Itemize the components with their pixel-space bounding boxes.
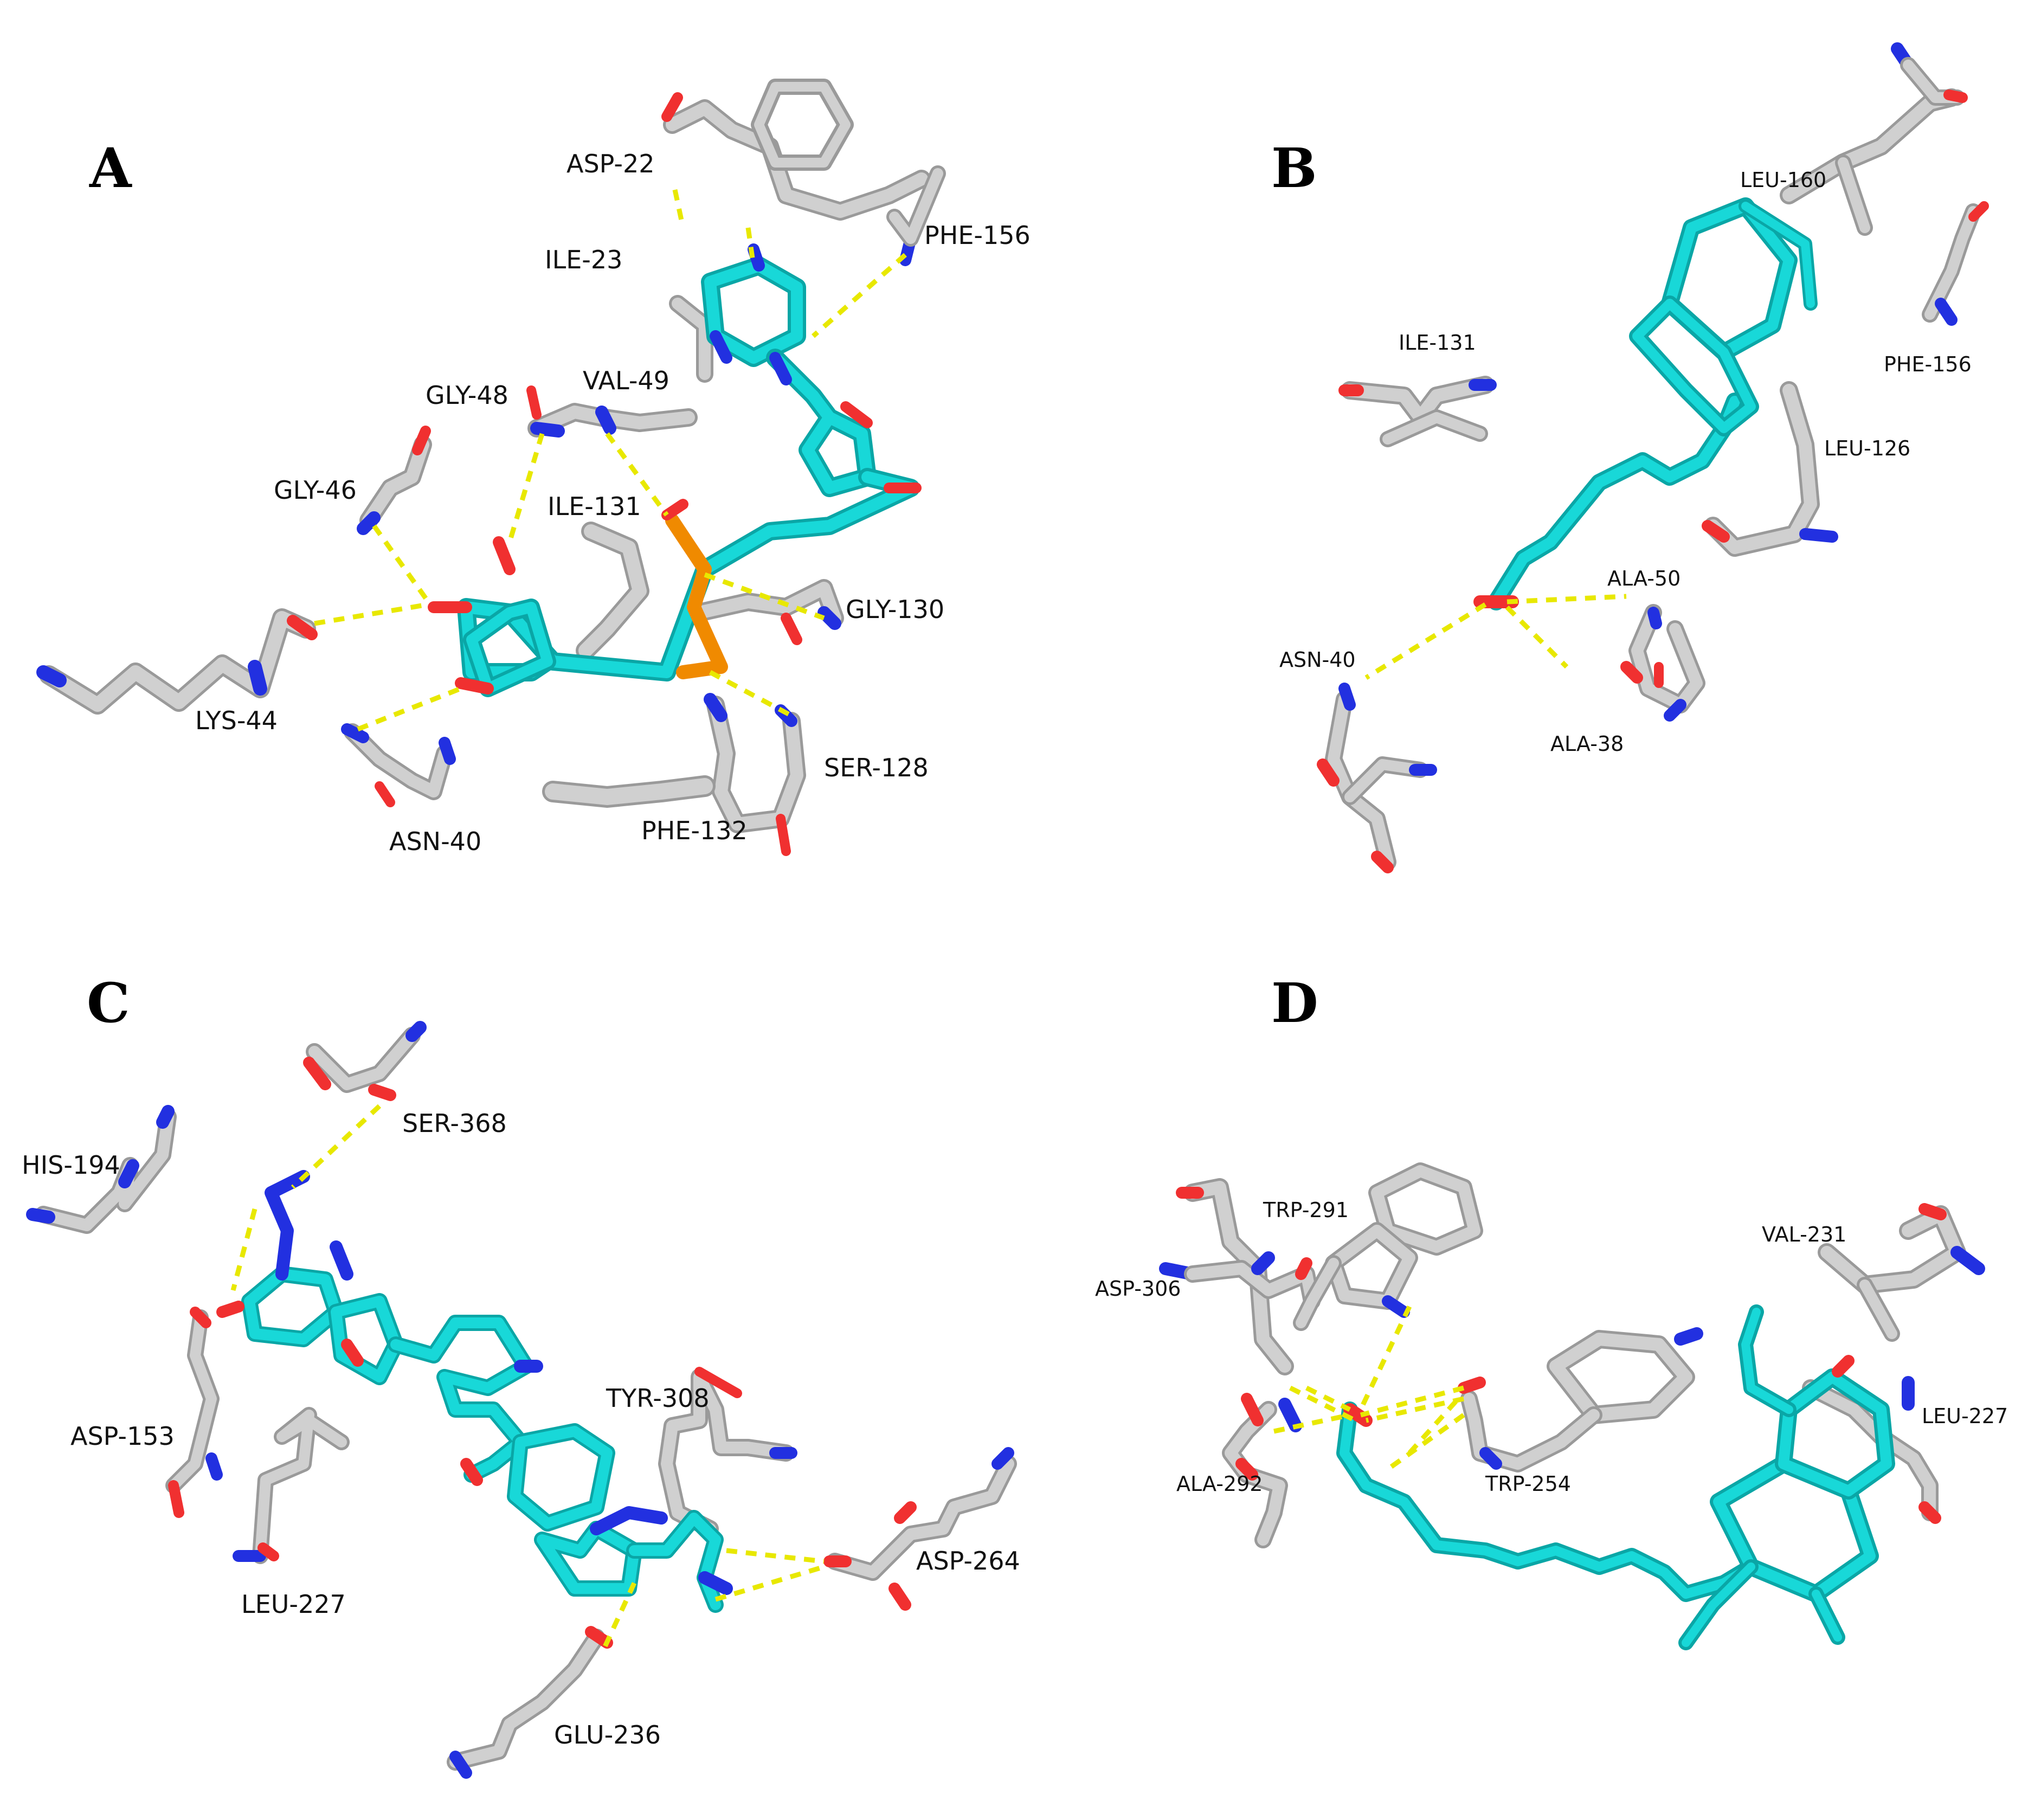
panel-c: C (22, 971, 1020, 1779)
panel-c-label-his-194: HIS-194 (22, 1150, 120, 1180)
panel-a-label-phe-156: PHE-156 (924, 221, 1031, 250)
panel-c-residue-sticks (26, 1021, 1017, 1779)
panel-c-ligand (216, 1170, 733, 1613)
panel-a-label-ser-128: SER-128 (824, 753, 929, 782)
panel-a-label-asp-22: ASP-22 (566, 149, 655, 178)
panel-b: B (1271, 42, 1989, 873)
panel-d: D (1095, 971, 2008, 1650)
panel-d-label-trp-291: TRP-291 (1263, 1198, 1349, 1222)
panel-d-label-trp-254: TRP-254 (1485, 1472, 1571, 1496)
panel-d-hbonds (1273, 1305, 1465, 1471)
panel-a-letter: A (89, 136, 132, 200)
panel-b-ligand (1473, 197, 1818, 610)
panel-c-label-tyr-308: TYR-308 (606, 1384, 710, 1413)
panel-a-label-gly-48: GLY-48 (426, 381, 508, 410)
panel-d-ligand (1336, 1304, 1895, 1650)
panel-b-label-ala-50: ALA-50 (1607, 567, 1681, 590)
panel-c-label-asp-264: ASP-264 (916, 1546, 1020, 1575)
panel-c-label-leu-227: LEU-227 (241, 1590, 346, 1619)
panel-b-label-asn-40: ASN-40 (1279, 648, 1356, 672)
panel-a-label-phe-132: PHE-132 (641, 816, 748, 845)
panel-d-residue-sticks (1159, 1162, 1985, 1548)
panel-a-label-val-49: VAL-49 (583, 366, 669, 395)
panel-b-label-leu-160: LEU-160 (1740, 168, 1826, 192)
panel-c-label-asp-153: ASP-153 (70, 1422, 175, 1451)
panel-b-label-ala-38: ALA-38 (1550, 732, 1624, 756)
panel-a-label-ile-23: ILE-23 (545, 245, 622, 274)
panel-a-label-lys-44: LYS-44 (195, 706, 278, 735)
panel-d-label-asp-306: ASP-306 (1095, 1277, 1181, 1301)
panel-d-letter: D (1271, 971, 1318, 1035)
panel-d-label-val-231: VAL-231 (1762, 1223, 1846, 1246)
panel-a-hbonds (314, 189, 907, 732)
panel-a-label-gly-130: GLY-130 (846, 595, 944, 624)
panel-a-label-asn-40: ASN-40 (389, 827, 481, 856)
panel-c-label-glu-236: GLU-236 (554, 1720, 661, 1750)
panel-b-hbonds (1364, 594, 1627, 680)
panel-b-letter: B (1271, 136, 1317, 200)
panel-a-label-gly-46: GLY-46 (274, 475, 357, 505)
panel-c-letter: C (87, 971, 130, 1035)
panel-c-hbonds (230, 1104, 825, 1655)
panel-a-residue-sticks (36, 79, 946, 856)
panel-b-label-ile-131: ILE-131 (1399, 331, 1476, 355)
panel-a-label-ile-131: ILE-131 (548, 492, 641, 521)
panel-b-residue-sticks (1317, 42, 1989, 873)
panel-a-ligand (428, 243, 922, 697)
panel-d-label-leu-227: LEU-227 (1922, 1404, 2008, 1428)
panel-c-label-ser-368: SER-368 (402, 1109, 507, 1138)
panel-d-label-ala-292: ALA-292 (1176, 1472, 1263, 1496)
panel-a: A (36, 79, 1031, 856)
panel-b-label-phe-156: PHE-156 (1884, 352, 1972, 376)
panel-b-label-leu-126: LEU-126 (1824, 436, 1910, 460)
